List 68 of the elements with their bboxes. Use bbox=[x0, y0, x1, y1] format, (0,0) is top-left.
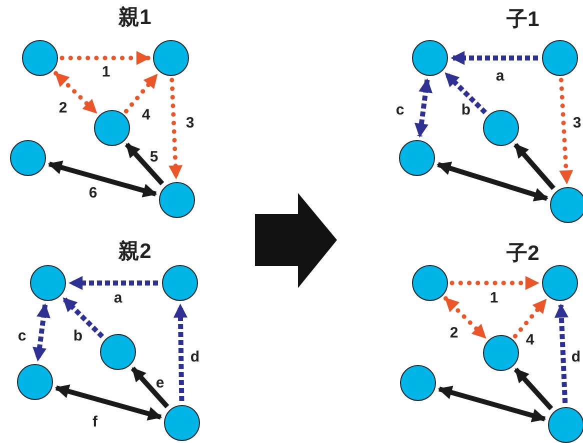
circle bbox=[10, 140, 46, 176]
arrow bbox=[438, 386, 546, 422]
circle bbox=[159, 182, 195, 218]
arrow bbox=[48, 160, 158, 198]
circle bbox=[153, 40, 189, 76]
arrow bbox=[450, 51, 538, 65]
edge-label: 5 bbox=[150, 150, 158, 164]
circle bbox=[412, 40, 448, 76]
edge-label: d bbox=[571, 350, 581, 364]
circle bbox=[162, 265, 198, 301]
edge-label: b bbox=[73, 328, 83, 344]
arrow bbox=[450, 276, 540, 290]
edge-label: b bbox=[461, 102, 471, 118]
edge-label: 2 bbox=[58, 100, 68, 116]
edge-label: f bbox=[92, 414, 98, 430]
edge-label: 4 bbox=[526, 332, 534, 348]
edge-label: c bbox=[396, 102, 404, 118]
edge-label: 1 bbox=[102, 64, 110, 80]
circle bbox=[164, 405, 200, 441]
arrow bbox=[436, 162, 548, 202]
edge-label: c bbox=[18, 328, 26, 344]
arrow bbox=[444, 72, 488, 114]
edge-label: 3 bbox=[186, 116, 194, 130]
arrow bbox=[514, 142, 556, 190]
arrow bbox=[54, 384, 162, 420]
circle bbox=[483, 335, 519, 371]
edge-label: 6 bbox=[88, 186, 98, 200]
arrow bbox=[443, 296, 488, 340]
edge-label: a bbox=[114, 290, 122, 306]
arrow bbox=[512, 298, 548, 338]
arrow bbox=[60, 51, 152, 65]
arrow bbox=[62, 296, 104, 338]
panel-title: 子1 bbox=[506, 9, 540, 31]
panel-title: 親1 bbox=[118, 7, 152, 29]
circle bbox=[22, 40, 58, 76]
circle bbox=[548, 407, 583, 443]
arrow bbox=[414, 78, 432, 138]
arrow bbox=[558, 78, 574, 186]
circle bbox=[17, 364, 53, 400]
panel-title: 子2 bbox=[506, 243, 540, 265]
arrow bbox=[554, 304, 568, 404]
edge-label: 3 bbox=[572, 116, 582, 130]
circle bbox=[30, 265, 66, 301]
arrow bbox=[54, 71, 98, 115]
edge-label: d bbox=[190, 350, 200, 364]
edge-label: 4 bbox=[142, 108, 150, 122]
circle bbox=[542, 265, 578, 301]
circle bbox=[550, 187, 583, 223]
arrow bbox=[514, 368, 554, 410]
arrow bbox=[124, 72, 160, 114]
arrow bbox=[68, 276, 158, 290]
panel-title: 親2 bbox=[118, 241, 152, 263]
circle bbox=[94, 110, 130, 146]
arrow bbox=[130, 366, 170, 408]
edge-label: 1 bbox=[490, 290, 498, 306]
arrow bbox=[124, 142, 164, 186]
circle bbox=[412, 265, 448, 301]
arrow bbox=[32, 303, 50, 362]
circle bbox=[100, 334, 136, 370]
circle bbox=[483, 110, 519, 146]
circle bbox=[400, 365, 436, 401]
arrow bbox=[168, 78, 183, 180]
circle bbox=[542, 40, 578, 76]
circle bbox=[399, 140, 435, 176]
edge-label: 2 bbox=[450, 326, 458, 340]
edge-label: e bbox=[156, 376, 164, 390]
arrow bbox=[173, 304, 188, 402]
edge-label: a bbox=[496, 68, 504, 84]
